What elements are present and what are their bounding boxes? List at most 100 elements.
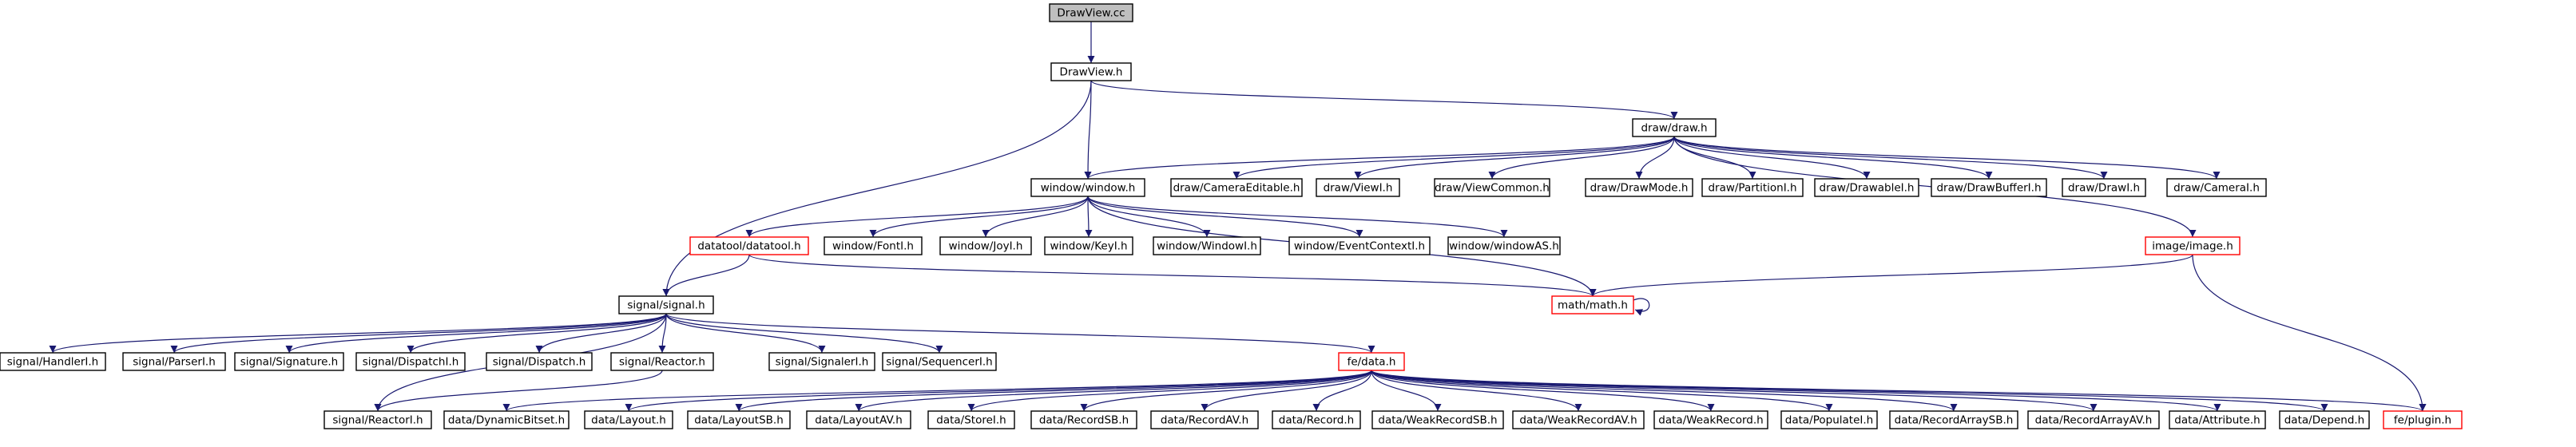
node-box [486,352,593,371]
edge-draw_draw_h-to-draw_drawbufferi_h [1673,136,1993,180]
node-signal-dispatch-h[interactable]: signal/Dispatch.h [486,352,593,371]
edge-fe_data_h-to-data_storei_h [967,370,1372,412]
node-data-recordarrayav-h[interactable]: data/RecordArrayAV.h [2027,410,2160,429]
node-label: fe/data.h [1348,356,1396,369]
node-box [1701,178,1804,197]
edge-window_window_h-to-window_keyi_h [1085,196,1093,238]
node-data-layoutav-h[interactable]: data/LayoutAV.h [806,410,911,429]
node-window-joyi-h[interactable]: window/JoyI.h [939,236,1032,255]
node-box [806,410,911,429]
node-data-layoutsb-h[interactable]: data/LayoutSB.h [687,410,791,429]
node-box [122,352,226,371]
node-data-attribute-h[interactable]: data/Attribute.h [2169,410,2266,429]
node-datatool-datatool-h[interactable]: datatool/datatool.h [689,236,809,255]
node-data-record-h[interactable]: data/Record.h [1272,410,1361,429]
node-signal-signature-h[interactable]: signal/Signature.h [234,352,344,371]
node-draw-drawbufferi-h[interactable]: draw/DrawBufferI.h [1931,178,2047,197]
node-box [882,352,997,371]
edge-fe_data_h-to-data_depend_h [1371,370,2328,412]
node-image-image-h[interactable]: image/image.h [2145,236,2241,255]
node-data-dynamicbitset-h[interactable]: data/DynamicBitset.h [443,410,570,429]
edge-fe_data_h-to-data_populatei_h [1371,370,1833,412]
node-signal-handleri-h[interactable]: signal/HandlerI.h [0,352,106,371]
edge-draw_draw_h-to-draw_viewi_h [1354,136,1675,180]
node-label: signal/signal.h [627,299,705,312]
edge-fe_data_h-to-fe_plugin_h [1371,370,2427,412]
node-label: window/EventContextI.h [1294,240,1425,253]
node-data-layout-h[interactable]: data/Layout.h [584,410,673,429]
node-signal-reactori-h[interactable]: signal/ReactorI.h [323,410,432,429]
node-signal-dispatchi-h[interactable]: signal/DispatchI.h [355,352,466,371]
node-data-populatei-h[interactable]: data/PopulateI.h [1780,410,1878,429]
edge-window_window_h-to-window_joyi_h [982,196,1089,238]
edge-signal_signal_h-to-signal_reactor_h [658,313,667,354]
node-signal-signaleri-h[interactable]: signal/SignalerI.h [768,352,875,371]
node-window-fonti-h[interactable]: window/FontI.h [824,236,923,255]
dependency-edges [49,21,2427,412]
node-data-weakrecord-h[interactable]: data/WeakRecord.h [1653,410,1768,429]
node-box [1050,62,1132,81]
node-window-window-h[interactable]: window/window.h [1030,178,1145,197]
node-draw-drawablei-h[interactable]: draw/DrawableI.h [1814,178,1919,197]
node-window-windowas-h[interactable]: window/windowAS.h [1447,236,1561,255]
node-signal-sequenceri-h[interactable]: signal/SequencerI.h [882,352,997,371]
node-draw-camerai-h[interactable]: draw/CameraI.h [2166,178,2267,197]
node-data-weakrecordav-h[interactable]: data/WeakRecordAV.h [1512,410,1645,429]
node-box [1150,410,1259,429]
node-data-storei-h[interactable]: data/StoreI.h [927,410,1015,429]
node-label: draw/PartitionI.h [1708,182,1796,195]
edge-fe_data_h-to-data_dynamicbitset_h [502,370,1372,412]
node-label: signal/ParserI.h [133,356,216,369]
node-box [1371,410,1504,429]
edge-image_image_h-to-math_math_h [1589,254,2193,297]
node-data-depend-h[interactable]: data/Depend.h [2279,410,2370,429]
node-drawview-cc[interactable]: DrawView.cc [1049,3,1133,22]
node-signal-parseri-h[interactable]: signal/ParserI.h [122,352,226,371]
node-signal-reactor-h[interactable]: signal/Reactor.h [610,352,714,371]
node-data-recordsb-h[interactable]: data/RecordSB.h [1030,410,1137,429]
node-draw-drawmode-h[interactable]: draw/DrawMode.h [1585,178,1693,197]
node-label: signal/HandlerI.h [7,356,98,369]
node-label: data/DynamicBitset.h [448,414,565,427]
node-label: data/Depend.h [2284,414,2365,427]
node-window-eventcontexti-h[interactable]: window/EventContextI.h [1288,236,1431,255]
node-box [1153,236,1261,255]
node-box [1551,295,1634,314]
node-data-recordav-h[interactable]: data/RecordAV.h [1150,410,1259,429]
node-draw-viewi-h[interactable]: draw/ViewI.h [1316,178,1400,197]
node-drawview-h[interactable]: DrawView.h [1050,62,1132,81]
node-window-windowi-h[interactable]: window/WindowI.h [1153,236,1261,255]
node-box [1814,178,1919,197]
node-math-math-h[interactable]: math/math.h [1551,295,1634,314]
node-data-recordarraysb-h[interactable]: data/RecordArraySB.h [1889,410,2018,429]
node-draw-drawi-h[interactable]: draw/DrawI.h [2062,178,2146,197]
edge-datatool_datatool_h-to-signal_signal_h [662,254,750,297]
node-draw-draw-h[interactable]: draw/draw.h [1632,118,1717,137]
node-fe-plugin-h[interactable]: fe/plugin.h [2383,410,2463,429]
node-signal-signal-h[interactable]: signal/signal.h [618,295,714,314]
edge-fe_data_h-to-data_attribute_h [1371,370,2221,412]
node-draw-partitioni-h[interactable]: draw/PartitionI.h [1701,178,1804,197]
edge-fe_data_h-to-data_recordarrayav_h [1371,370,2098,412]
node-label: draw/DrawI.h [2068,182,2140,195]
node-box [1585,178,1693,197]
node-label: data/RecordAV.h [1161,414,1248,427]
node-box [1632,118,1717,137]
node-label: data/RecordArraySB.h [1895,414,2014,427]
node-draw-cameraeditable-h[interactable]: draw/CameraEditable.h [1170,178,1303,197]
node-data-weakrecordsb-h[interactable]: data/WeakRecordSB.h [1371,410,1504,429]
node-label: window/windowAS.h [1449,240,1559,253]
node-window-keyi-h[interactable]: window/KeyI.h [1044,236,1133,255]
node-draw-viewcommon-h[interactable]: draw/ViewCommon.h [1434,178,1550,197]
edge-draw_draw_h-to-draw_cameraeditable_h [1232,136,1675,180]
edge-signal_signal_h-to-signal_signaleri_h [665,313,826,354]
edge-window_window_h-to-window_windowas_h [1087,196,1508,238]
node-box [1030,410,1137,429]
node-label: data/RecordArrayAV.h [2035,414,2153,427]
node-box [1272,410,1361,429]
node-fe-data-h[interactable]: fe/data.h [1338,352,1405,371]
node-box [1044,236,1133,255]
node-label: signal/SignalerI.h [776,356,869,369]
node-label: draw/CameraI.h [2173,182,2260,195]
